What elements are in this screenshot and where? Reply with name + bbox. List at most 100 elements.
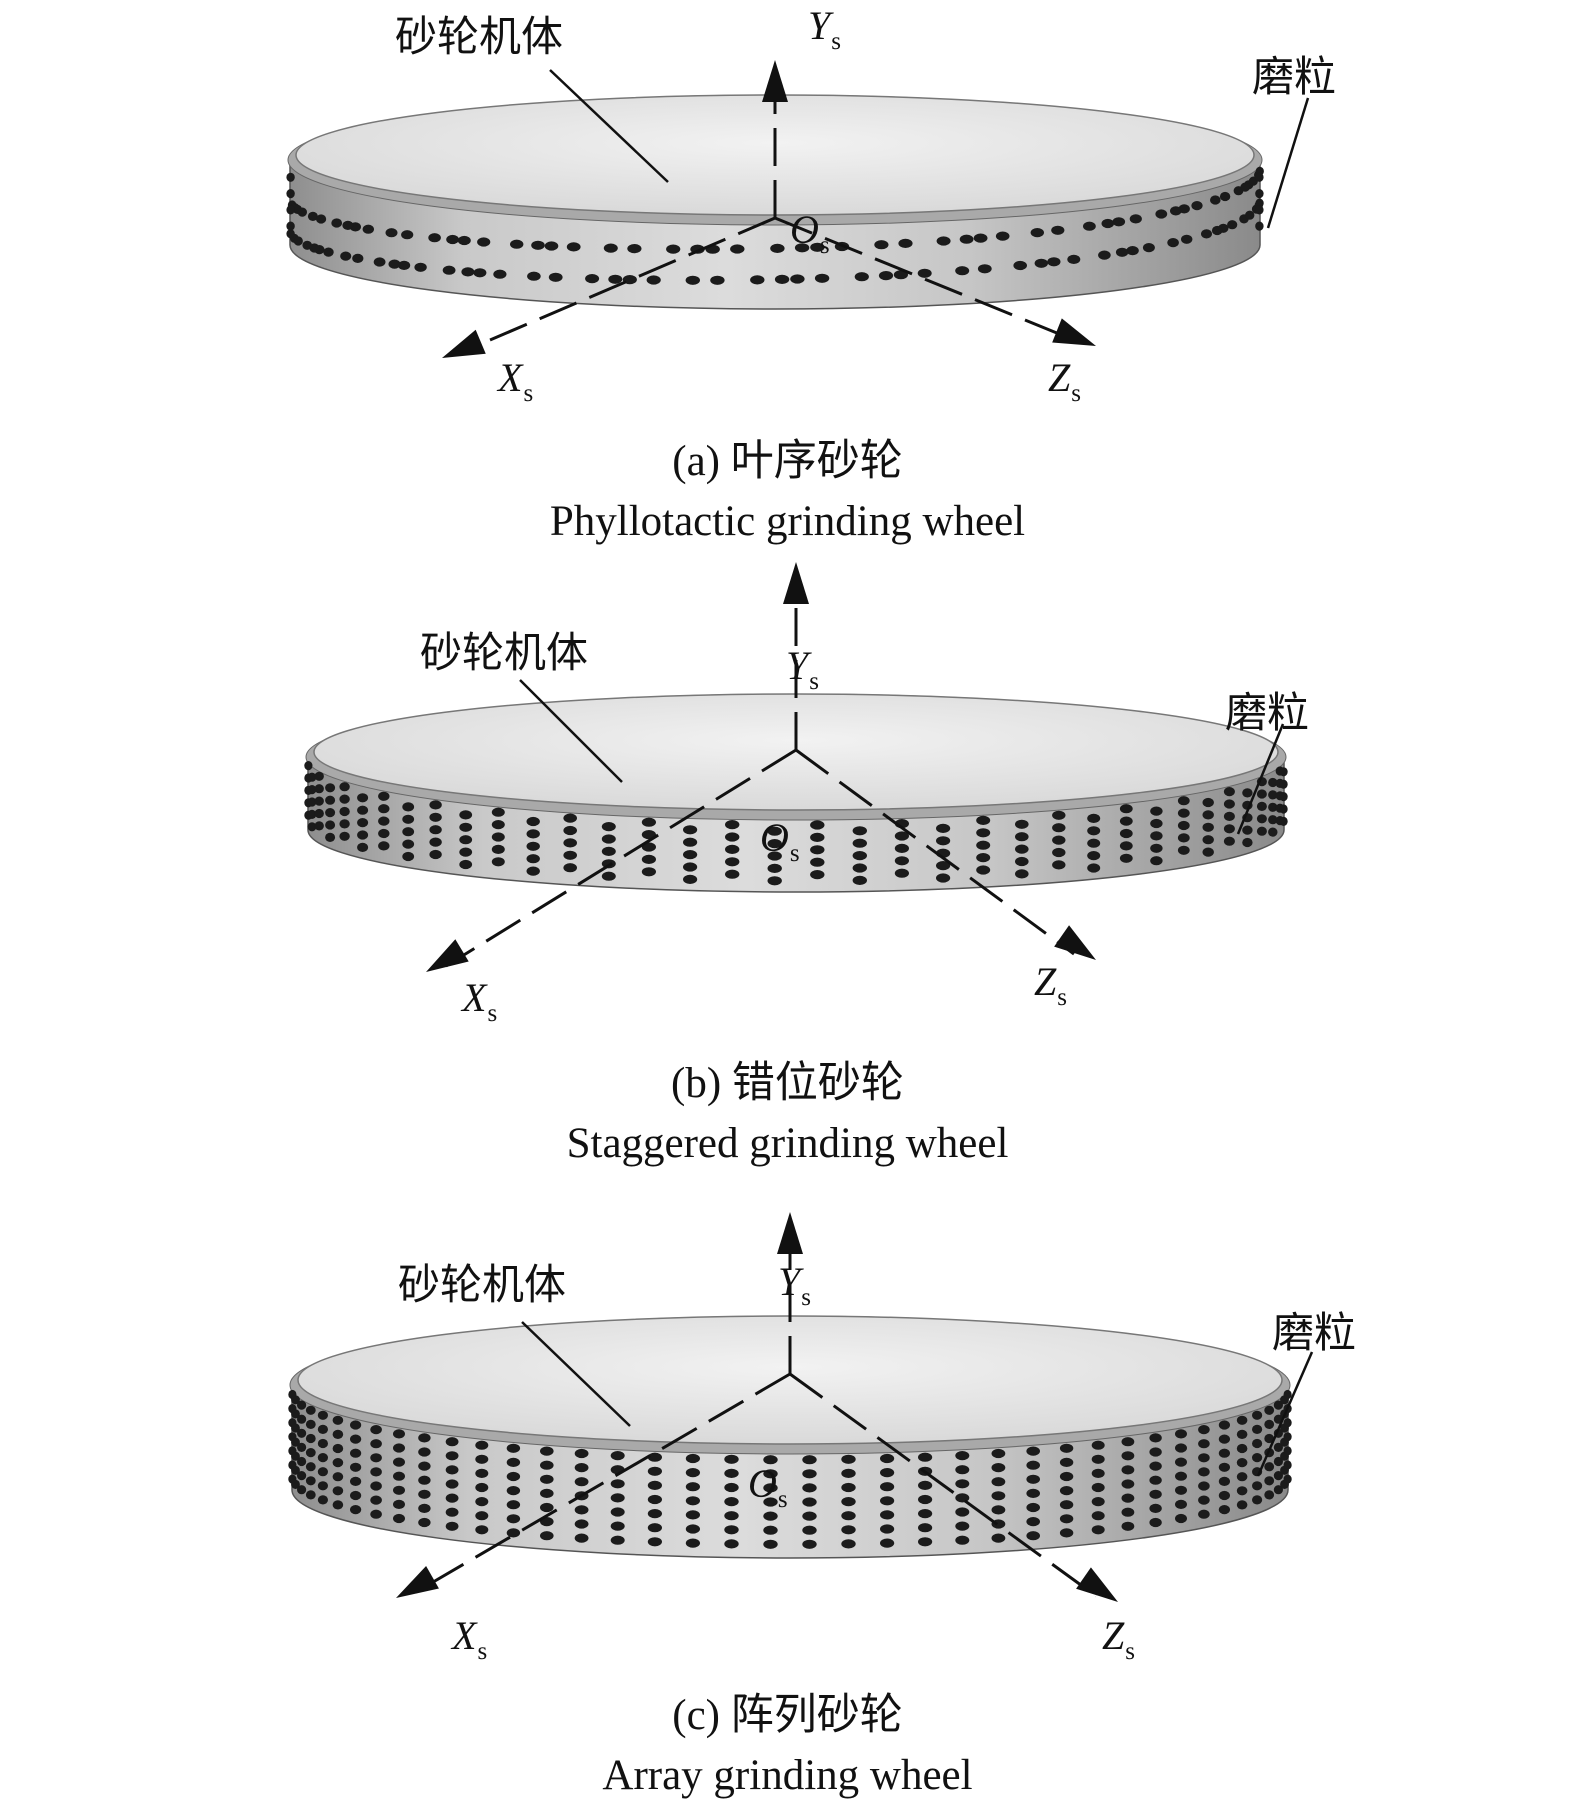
grain <box>1155 209 1168 219</box>
grain <box>1236 1500 1248 1510</box>
origin-label: Os <box>790 207 830 260</box>
grain <box>445 1521 459 1531</box>
grain <box>802 1469 817 1479</box>
grain <box>1223 799 1235 809</box>
grain <box>332 1415 344 1425</box>
grain <box>297 207 307 217</box>
grain <box>1052 810 1066 820</box>
grain <box>810 832 825 842</box>
grain <box>1026 1488 1040 1498</box>
grain <box>1052 847 1066 858</box>
grain <box>1255 205 1264 215</box>
grain <box>442 265 456 275</box>
grain <box>1115 247 1129 257</box>
grain <box>1177 808 1190 818</box>
grain <box>1175 1443 1187 1453</box>
axis-x-arrowhead <box>426 939 469 972</box>
grain <box>566 242 581 252</box>
grain <box>446 234 459 245</box>
grain <box>1283 1474 1292 1484</box>
grain <box>683 850 698 860</box>
grain <box>794 243 810 253</box>
grain <box>1279 792 1288 802</box>
body-leader-line <box>549 69 669 183</box>
grain <box>506 1486 521 1496</box>
grain <box>1256 789 1267 799</box>
grain <box>1034 258 1049 268</box>
grain <box>647 1523 663 1533</box>
grain <box>1177 820 1190 831</box>
grain <box>1149 1447 1162 1457</box>
grain <box>1059 1457 1074 1467</box>
grain <box>1255 189 1264 199</box>
grain <box>526 866 540 876</box>
grain <box>1175 1485 1187 1495</box>
grain <box>286 189 295 199</box>
grain <box>1119 804 1133 814</box>
panel-a: 砂轮机体 磨粒 Ys Os Xs Zs (a) 叶序砂轮 Phyllotacti… <box>0 0 1575 560</box>
grain <box>574 1505 589 1515</box>
grain <box>1240 182 1250 192</box>
grain <box>1273 1400 1283 1410</box>
grain <box>370 1425 382 1435</box>
grain <box>1218 1448 1230 1458</box>
grain <box>1026 1460 1040 1470</box>
grain <box>1273 1471 1283 1481</box>
grain <box>563 825 577 836</box>
grain <box>1198 1495 1210 1505</box>
grain <box>540 1446 554 1456</box>
grain <box>802 1511 817 1521</box>
grain <box>1167 238 1179 248</box>
grain <box>317 1453 328 1463</box>
grain <box>286 205 295 215</box>
grain <box>401 230 414 240</box>
grain-label: 磨粒 <box>1272 1308 1357 1357</box>
grain <box>493 269 507 279</box>
grain <box>506 1471 521 1482</box>
grain <box>307 797 317 807</box>
grain <box>1119 853 1133 863</box>
grain <box>767 839 782 849</box>
grain <box>1121 1465 1135 1475</box>
grain <box>1283 1418 1292 1428</box>
grain-leader-line <box>1266 97 1310 229</box>
grain <box>350 1462 362 1472</box>
grain <box>1236 1486 1248 1496</box>
grain <box>1202 835 1214 845</box>
grain <box>418 1433 431 1443</box>
grain <box>1149 1475 1162 1485</box>
grain <box>917 268 932 278</box>
axis-x-arrowhead <box>442 329 486 358</box>
grain <box>841 1539 856 1549</box>
grain <box>685 1453 701 1464</box>
grain <box>286 229 295 239</box>
grain <box>370 1467 382 1477</box>
grain <box>802 1455 817 1465</box>
grain <box>647 1466 663 1476</box>
grain <box>393 1499 405 1509</box>
axis-z-line <box>789 1372 1097 1598</box>
grain <box>325 808 336 818</box>
grain <box>1150 818 1163 829</box>
grain <box>725 832 740 842</box>
grain <box>1242 788 1253 798</box>
grain <box>763 1483 778 1493</box>
grain <box>790 274 805 284</box>
grain <box>1175 1457 1187 1467</box>
grain <box>1119 841 1133 851</box>
grain <box>1175 1471 1187 1481</box>
grain <box>457 235 471 246</box>
grain <box>1150 831 1163 841</box>
grain <box>1268 790 1278 800</box>
grain <box>894 856 910 866</box>
grain <box>316 214 327 224</box>
axis-y-arrowhead <box>762 60 788 102</box>
grain <box>491 832 505 842</box>
grain <box>531 240 545 250</box>
grain <box>1121 1507 1135 1517</box>
grain <box>350 1448 362 1458</box>
grain <box>991 1448 1006 1459</box>
grain <box>526 816 540 827</box>
grain <box>977 264 992 274</box>
grain <box>955 1465 970 1475</box>
